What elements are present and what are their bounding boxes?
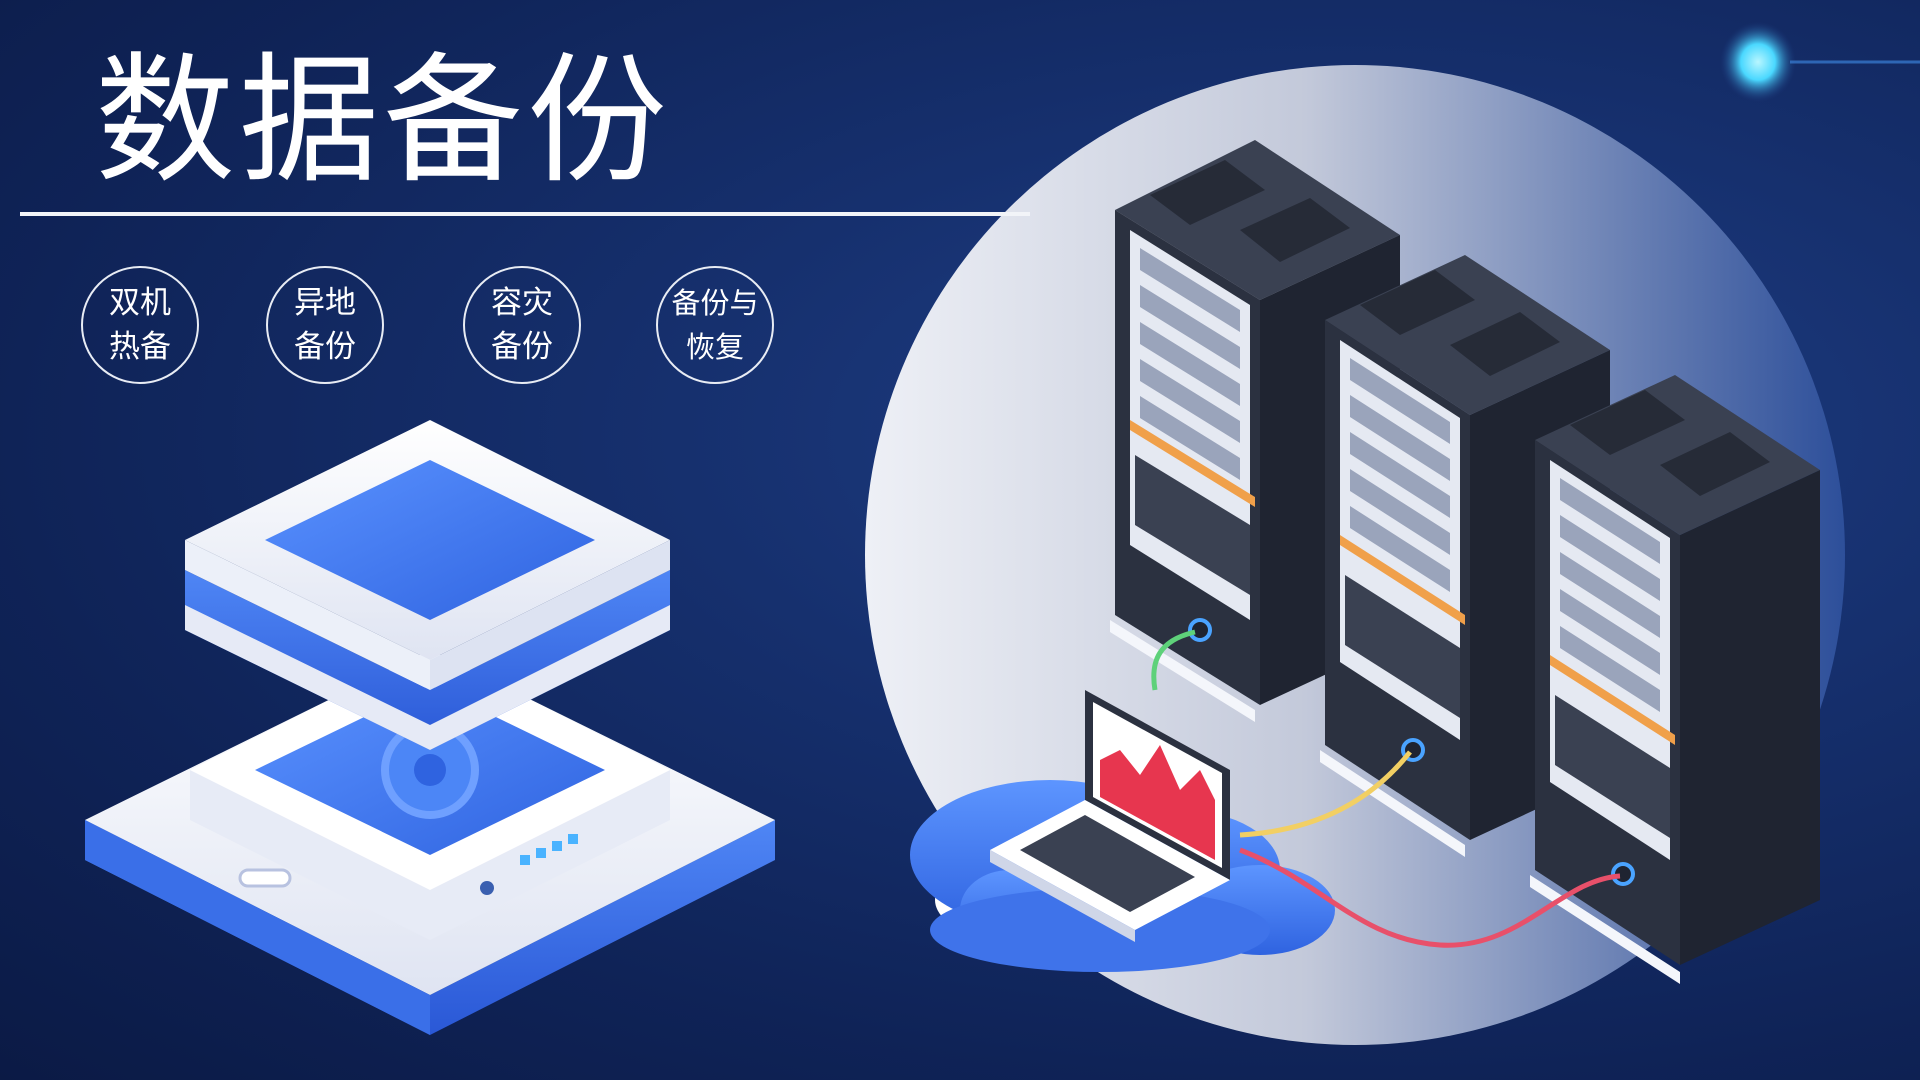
glow-dot-icon <box>1720 22 1796 102</box>
badge-offsite-backup: 异地 备份 <box>266 266 384 384</box>
title-divider <box>20 212 1030 216</box>
badge-line1: 双机 <box>109 285 171 321</box>
badge-line2: 恢复 <box>685 330 744 364</box>
laptop-icon <box>990 690 1230 942</box>
badge-line1: 容灾 <box>491 285 553 321</box>
badge-dual-hot-standby: 双机 热备 <box>81 266 199 384</box>
badge-disaster-recovery: 容灾 备份 <box>463 266 581 384</box>
badge-line2: 备份 <box>491 329 553 365</box>
badge-line1: 备份与 <box>671 286 759 320</box>
server-rack-icon <box>1530 375 1820 984</box>
badge-backup-and-restore: 备份与 恢复 <box>656 266 774 384</box>
page-title: 数据备份 <box>95 40 672 203</box>
badge-line2: 热备 <box>109 329 171 365</box>
badge-line2: 备份 <box>294 329 356 365</box>
badge-line1: 异地 <box>294 285 356 321</box>
